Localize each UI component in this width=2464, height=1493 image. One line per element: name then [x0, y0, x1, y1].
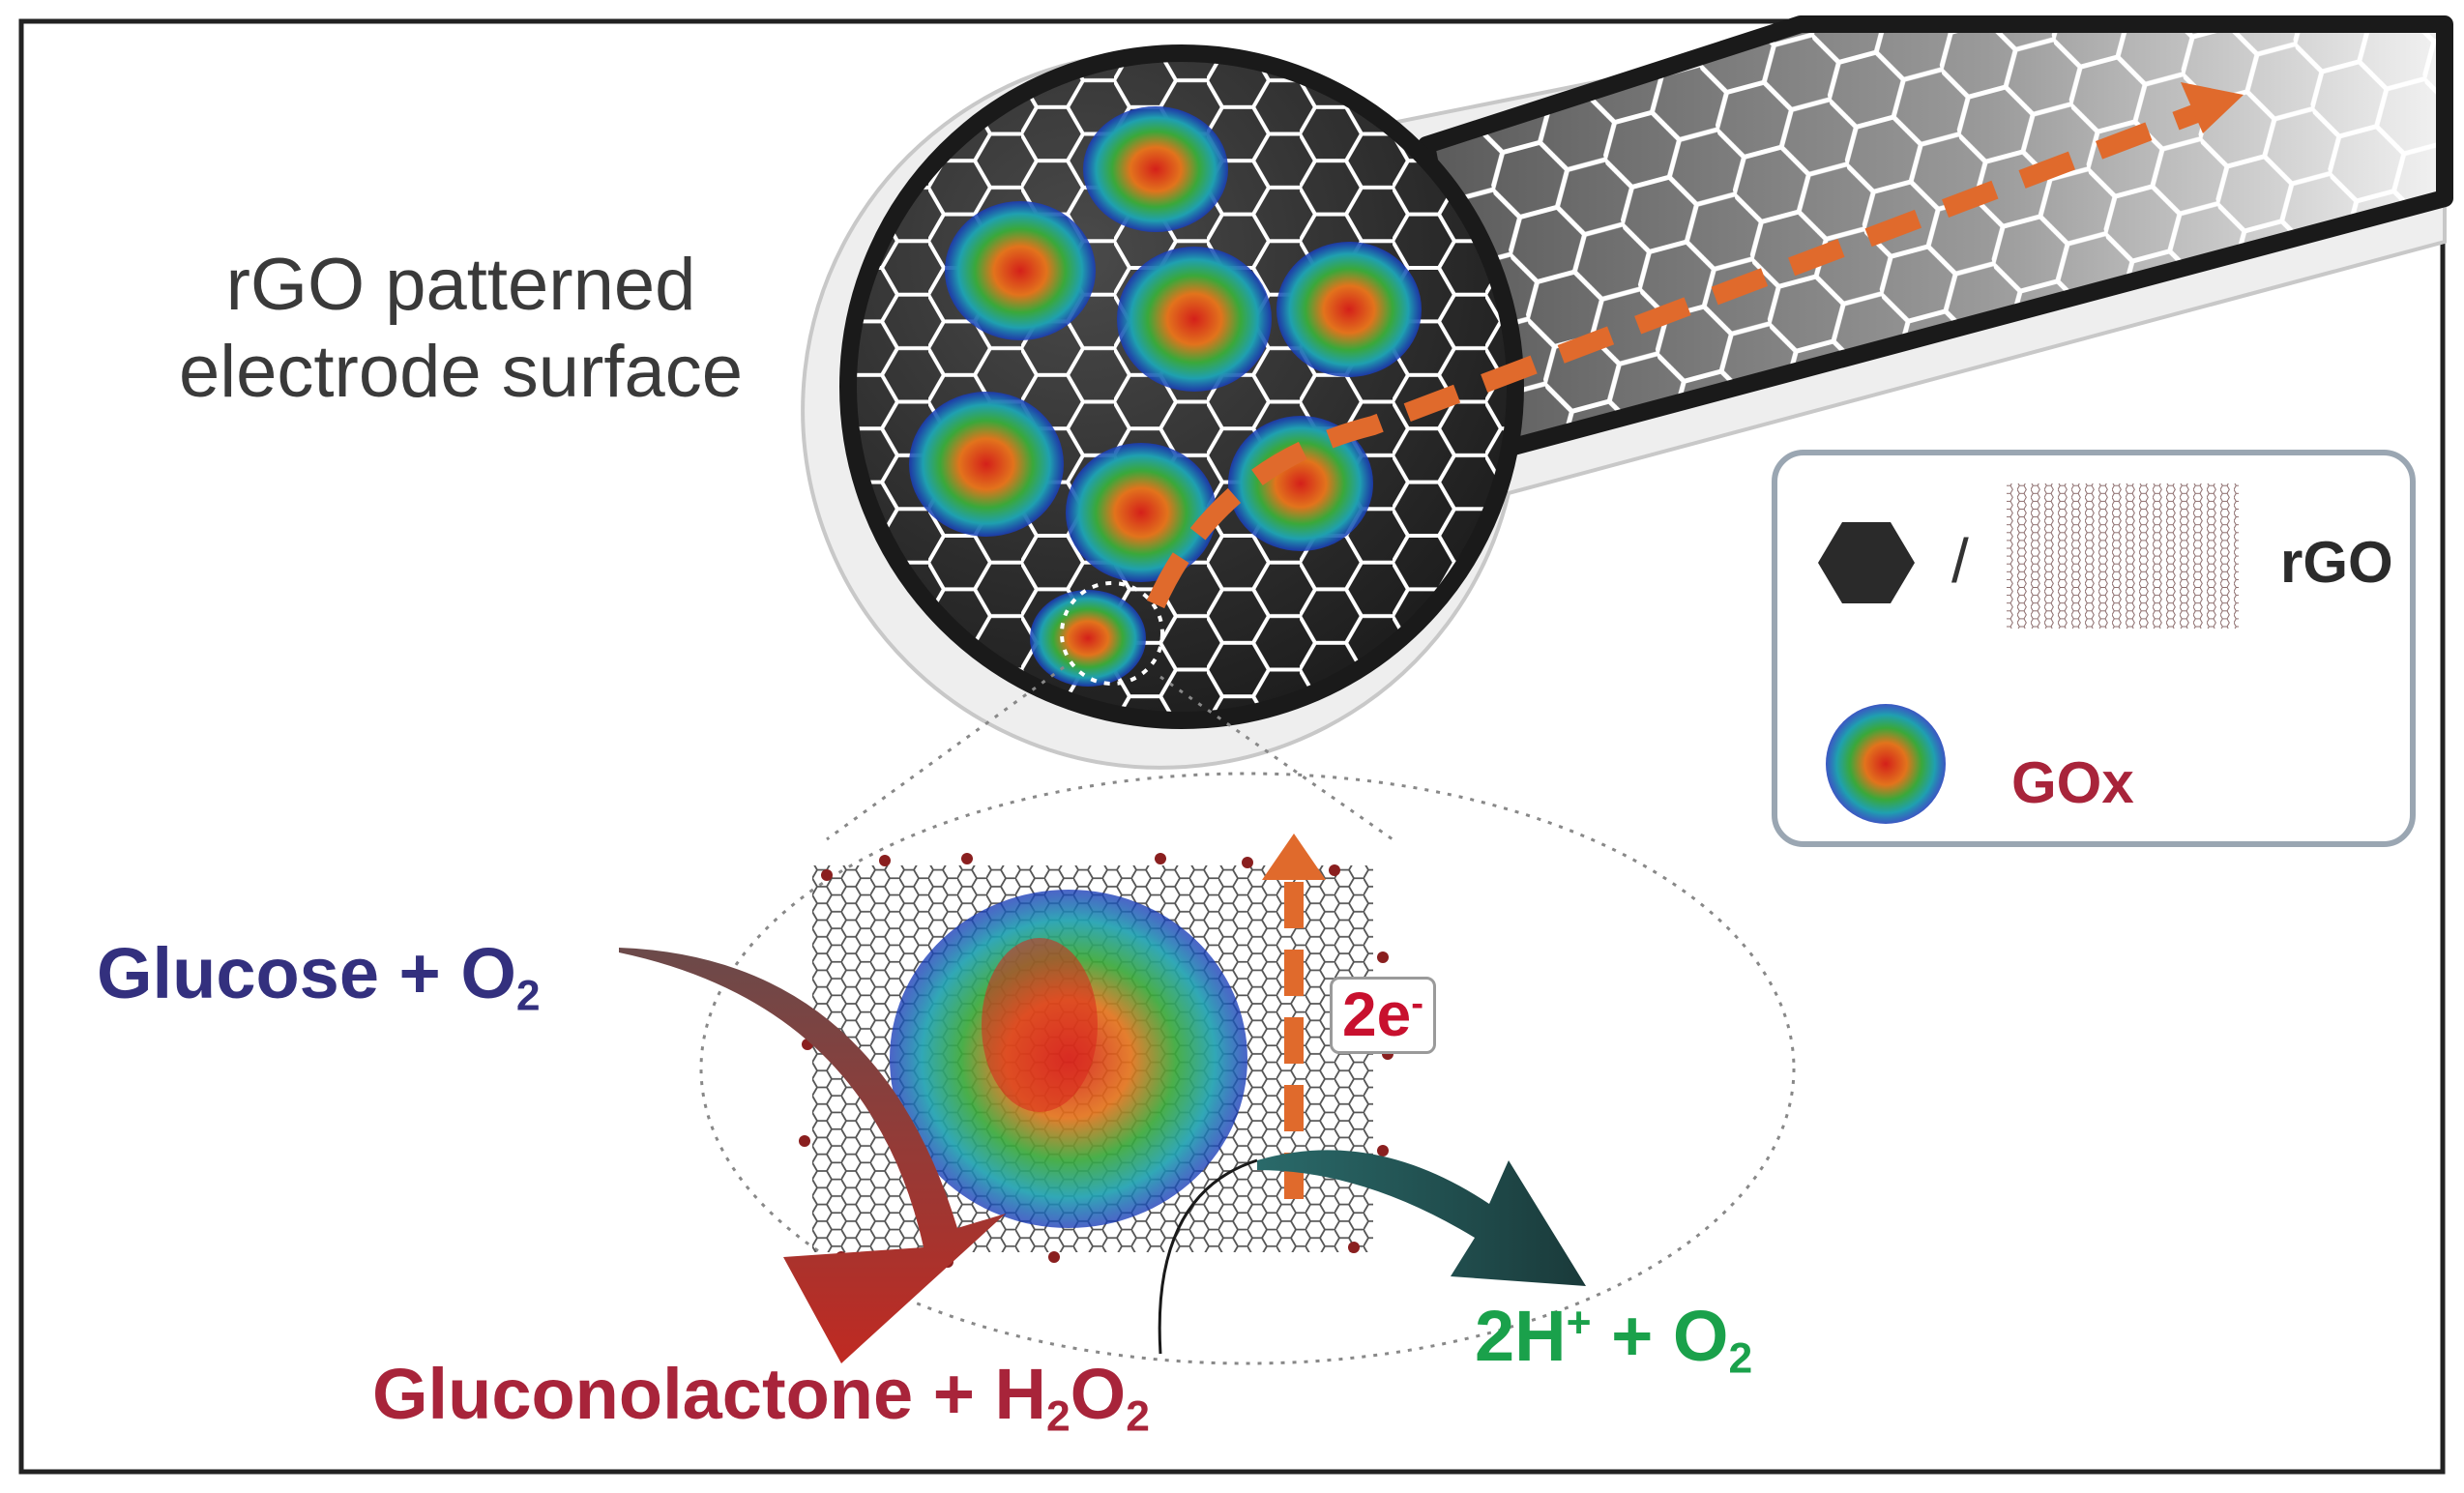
zoom-line-right: [1159, 675, 1393, 841]
electrons-superscript: -: [1411, 981, 1423, 1024]
rgo-sheet-with-gox: [799, 853, 1393, 1268]
gluconolactone-subscript-1: 2: [1045, 1392, 1071, 1441]
gox-icon: [1826, 704, 1946, 824]
protons-superscript: +: [1566, 1299, 1592, 1347]
peroxide-curve: [1158, 1158, 1258, 1355]
gluconolactone-label: Gluconolactone + H2O2: [372, 1359, 1150, 1439]
gluconolactone-subscript-2: 2: [1126, 1392, 1150, 1441]
legend-box: [1772, 450, 2416, 847]
legend-rgo-label: rGO: [2280, 530, 2393, 595]
gluconolactone-o: O: [1070, 1354, 1127, 1434]
protons-o2-text: + O: [1591, 1296, 1729, 1376]
zoom-line-left: [826, 665, 1065, 841]
rgo-sheet-icon: [2007, 483, 2239, 629]
gluconolactone-text: Gluconolactone + H: [372, 1354, 1046, 1434]
protons-subscript: 2: [1728, 1334, 1753, 1383]
electron-arrowhead: [1262, 834, 1326, 880]
electrons-label: 2e-: [1330, 977, 1436, 1054]
surface-label-line1: rGO patterned: [225, 244, 696, 326]
immobilized-enzymes: [909, 106, 1422, 687]
magnified-electrode-circle: [839, 44, 1524, 729]
legend-gox-label: GOx: [2011, 750, 2134, 815]
zoom-ellipse: [699, 772, 1796, 1365]
glucose-label: Glucose + O2: [97, 938, 541, 1018]
surface-label: rGO patterned electrode surface: [179, 242, 743, 415]
hexagon-icon: [1818, 522, 1915, 603]
zoom-spot: [1060, 581, 1164, 686]
protons-label: 2H+ + O2: [1475, 1301, 1752, 1381]
electrons-text: 2e: [1342, 980, 1412, 1049]
electron-transfer-arrowhead: [2181, 82, 2244, 133]
glucose-text: Glucose + O: [97, 933, 516, 1013]
glucose-subscript: 2: [515, 972, 541, 1020]
oxidation-arrow: [1257, 1150, 1586, 1286]
glucose-to-product-arrow: [619, 948, 1006, 1363]
legend-slash: /: [1951, 526, 1969, 596]
surface-label-line2: electrode surface: [179, 330, 743, 413]
electron-transfer-path: [1146, 97, 2218, 609]
protons-text: 2H: [1475, 1296, 1567, 1376]
